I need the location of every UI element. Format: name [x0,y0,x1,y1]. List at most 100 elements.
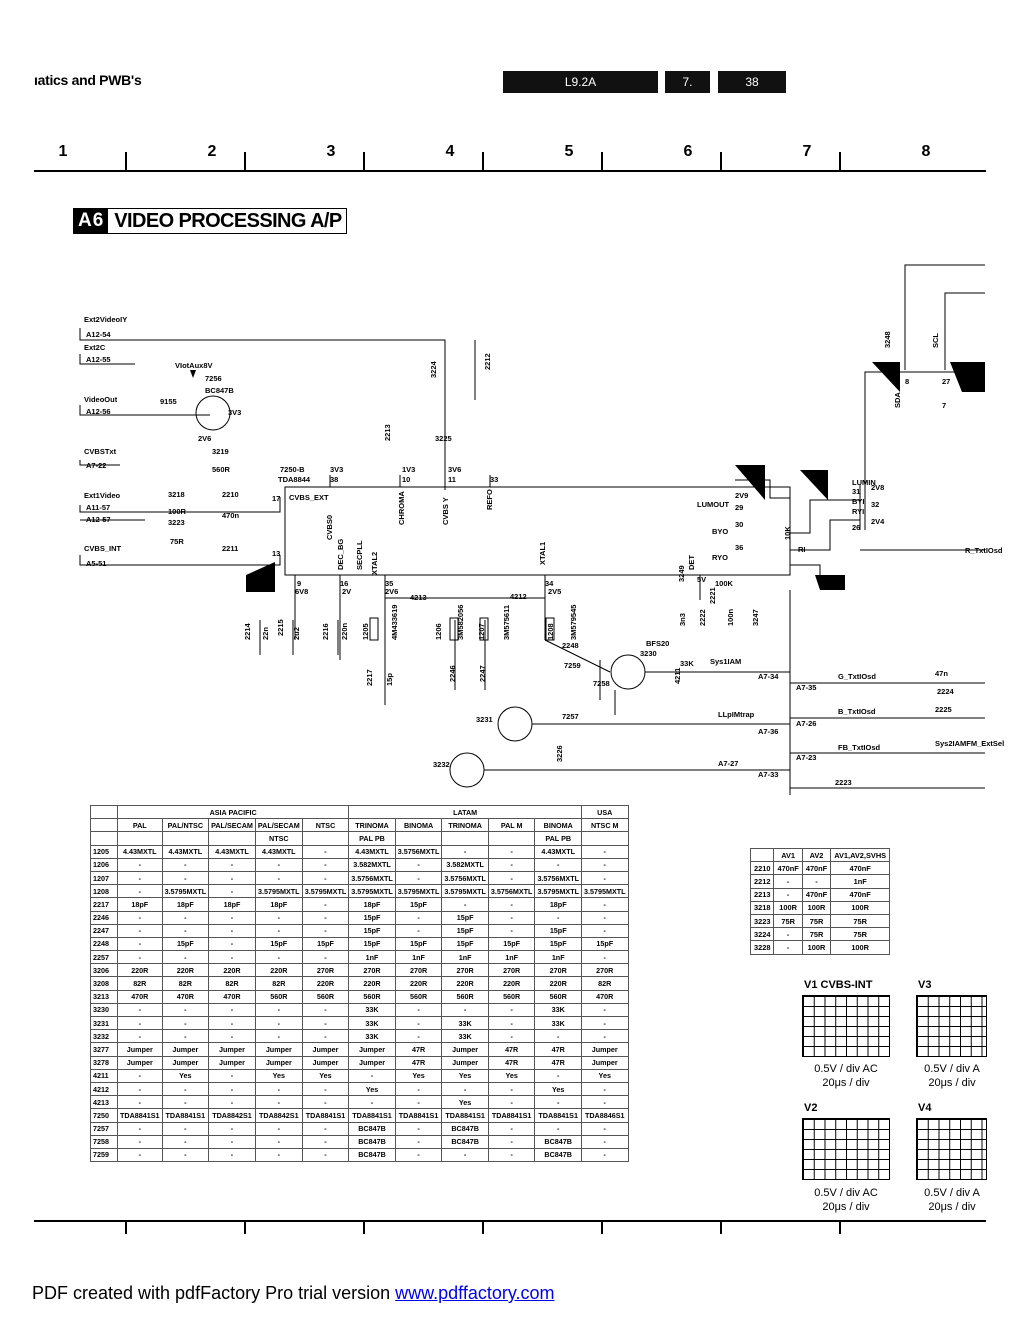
table-cell: 15pF [348,923,396,938]
table-cell: 15pF [394,897,443,912]
table-cell: 3223 [749,913,775,929]
component-label: A7-34 [758,672,779,681]
table-cell: 220R [117,963,163,978]
component-label: A7-23 [796,753,816,762]
position-cell: 3277 [90,1042,118,1057]
table-cell: - [487,923,536,938]
table-cell: - [117,1002,163,1018]
table-cell: 270R [301,963,350,978]
header-title: ıatics and PWB's [34,72,142,88]
connector-pin-label: A12-56 [86,407,111,416]
footer: PDF created with pdfFactory Pro trial ve… [32,1283,555,1304]
position-cell: 3213 [90,989,118,1004]
component-label: BC847B [205,386,234,395]
component-label: 75R [170,537,184,546]
table-cell: - [254,910,303,925]
table-cell: 15pF [487,936,536,952]
table-cell: - [254,950,303,965]
table-cell: - [580,844,629,859]
component-label: 2213 [383,424,392,441]
table-cell [90,831,118,846]
grid-tick [363,152,365,172]
component-label: 3223 [168,518,185,527]
table-cell: Yes [441,1095,489,1110]
table-cell: TDA8841S1 [487,1108,536,1123]
table-cell: 15pF [348,910,396,925]
table-row: 7259-----BC847B---BC847B- [90,1147,629,1163]
table-cell: - [208,1068,256,1083]
column-header: PAL/NTSC [161,818,210,833]
table-cell: 220R [348,976,396,991]
grid-bottom-tick [363,1220,365,1234]
component-label: 2V [342,587,351,596]
table-cell: 4.43MXTL [208,844,256,859]
position-cell: 2217 [90,897,118,912]
component-label: 3218 [168,490,185,499]
table-cell: 2210 [749,861,775,876]
table-cell: - [534,910,582,925]
grid-column-number: 3 [326,143,336,160]
grid-bottom-tick [244,1220,246,1234]
page-badge: 38 [718,71,786,93]
component-label: 3232 [433,760,450,769]
table-cell: - [301,923,350,938]
table-cell: - [487,1015,536,1031]
column-subheader [161,831,210,846]
component-label: 3247 [751,609,760,626]
scope-label-v2: V2 [804,1102,818,1114]
component-label: 3248 [883,331,892,348]
table-cell: 3.5756MXTL [534,870,582,886]
table-cell: 1nF [830,874,891,889]
connector-signal-label: Ext1Video [84,491,121,500]
connector-pin-label: A12-55 [86,355,111,364]
component-label: 2216 [321,623,330,640]
table-cell: 4.43MXTL [348,844,396,859]
table-cell: 75R [830,913,891,929]
table-row: 2212--1nF [749,874,891,889]
component-label: 3224 [429,360,438,378]
table-cell: 15pF [534,936,582,952]
table-cell: - [487,897,536,912]
table-cell: Jumper [117,1042,163,1057]
table-cell: - [301,1002,350,1018]
table-cell: 82R [254,976,303,991]
table-cell: Jumper [580,1055,629,1070]
table-cell: Jumper [161,1042,210,1057]
table-cell: - [208,1081,256,1097]
table-cell: 1nF [441,950,489,965]
component-label: 2222 [698,609,707,626]
table-cell: 33K [348,1002,396,1018]
table-cell: TDA8841S1 [348,1108,396,1123]
component-label: 16 [340,579,348,588]
position-cell: 1206 [90,857,118,872]
table-cell: 220R [208,963,256,978]
ic-top-pin-label: 3V6 [448,465,461,474]
table-cell: 3.5756MXTL [348,870,396,886]
table-cell: - [394,1029,443,1044]
table-cell: 3.5795MXTL [301,884,350,899]
table-cell: 3.5795MXTL [441,884,489,899]
table-cell: - [301,1095,350,1110]
table-row: 3230-----33K---33K- [90,1002,629,1018]
component-label: 2225 [935,705,952,714]
footer-link[interactable]: www.pdffactory.com [395,1283,555,1303]
table-cell: - [117,1095,163,1110]
table-cell: - [254,1095,303,1110]
table-cell: 100R [773,900,803,915]
table-cell: 3.582MXTL [441,857,489,872]
region-header: LATAM [348,804,582,820]
table-cell: - [580,1015,629,1031]
table-cell: TDA8841S1 [441,1108,489,1123]
table-cell: - [348,1095,396,1110]
table-cell: - [580,1121,629,1136]
component-label: A7-27 [718,759,738,768]
table-cell: - [301,950,350,965]
column-header: PAL/SECAM [208,818,256,833]
table-row: 3232-----33K-33K--- [90,1029,629,1044]
scope-v4 [916,1118,987,1180]
grid-tick [482,152,484,172]
table-cell: Jumper [301,1055,350,1070]
